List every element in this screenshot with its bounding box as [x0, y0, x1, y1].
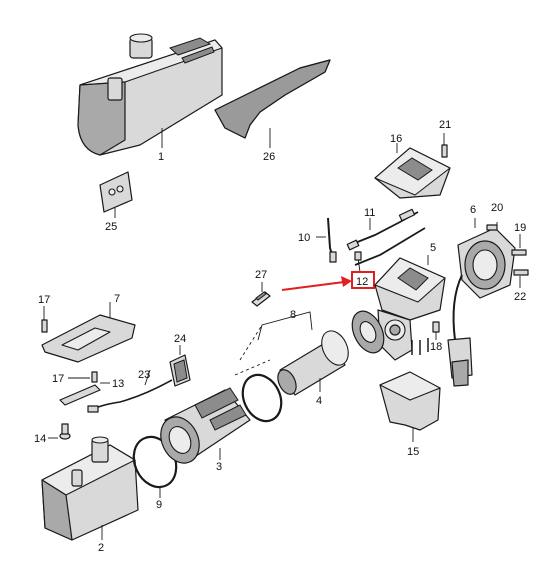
callout-5: 5 [430, 242, 436, 254]
part-10-sensor [316, 217, 337, 263]
part-5-control-unit [374, 255, 446, 361]
part-flange [351, 310, 385, 354]
part-6-motor [447, 218, 516, 387]
callout-1: 1 [158, 151, 164, 163]
part-17b-screw [68, 371, 98, 383]
callout-25: 25 [105, 221, 117, 233]
callout-15: 15 [407, 446, 419, 458]
callout-23: 23 [138, 369, 150, 381]
part-20-screw [486, 222, 498, 231]
callout-11: 11 [364, 207, 375, 219]
part-22-screw [513, 269, 529, 288]
part-8-group [234, 311, 313, 376]
callout-9: 9 [156, 499, 162, 511]
callout-12: 12 [356, 276, 368, 288]
part-18-screw [432, 321, 440, 340]
part-26-gasket [214, 59, 331, 148]
part-3-burner-tube [160, 387, 251, 464]
part-1-heater-unit [77, 33, 223, 156]
part-17a-screw [41, 306, 48, 333]
part-15-bracket [379, 371, 441, 442]
callout-13: 13 [112, 378, 124, 390]
highlight-arrow [281, 276, 352, 291]
callout-19: 19 [514, 222, 526, 234]
callout-2: 2 [98, 542, 104, 554]
part-21-screw [441, 133, 448, 158]
callout-10: 10 [298, 232, 310, 244]
part-4-tube [277, 330, 349, 396]
callout-14: 14 [34, 433, 46, 445]
part-24-connector [169, 345, 191, 387]
part-23-wire [87, 369, 173, 413]
part-13-clip [59, 382, 110, 406]
callout-17b: 17 [52, 373, 64, 385]
part-25-plate [99, 171, 133, 218]
part-14-washer [48, 423, 71, 440]
part-19-screw [511, 234, 527, 256]
callout-27: 27 [255, 269, 267, 281]
part-gasket-ring [241, 373, 283, 423]
callout-22: 22 [514, 291, 526, 303]
callout-7: 7 [114, 293, 120, 305]
callout-26: 26 [263, 151, 275, 163]
part-16-cover [374, 143, 451, 199]
part-12-sensor [354, 251, 362, 273]
callout-18: 18 [430, 341, 442, 353]
callout-6: 6 [470, 204, 476, 216]
callout-4: 4 [316, 395, 322, 407]
callout-21: 21 [439, 119, 451, 131]
part-2-heater-unit [41, 436, 139, 541]
callout-8: 8 [290, 309, 296, 321]
part-11-wire [346, 208, 426, 266]
callout-24: 24 [174, 333, 186, 345]
callout-3: 3 [216, 461, 222, 473]
callout-20: 20 [491, 202, 503, 214]
callout-17a: 17 [38, 294, 50, 306]
part-27-glow-plug [251, 282, 271, 307]
highlight-box [351, 271, 375, 289]
callout-16: 16 [390, 133, 402, 145]
part-7-plate [41, 302, 136, 363]
